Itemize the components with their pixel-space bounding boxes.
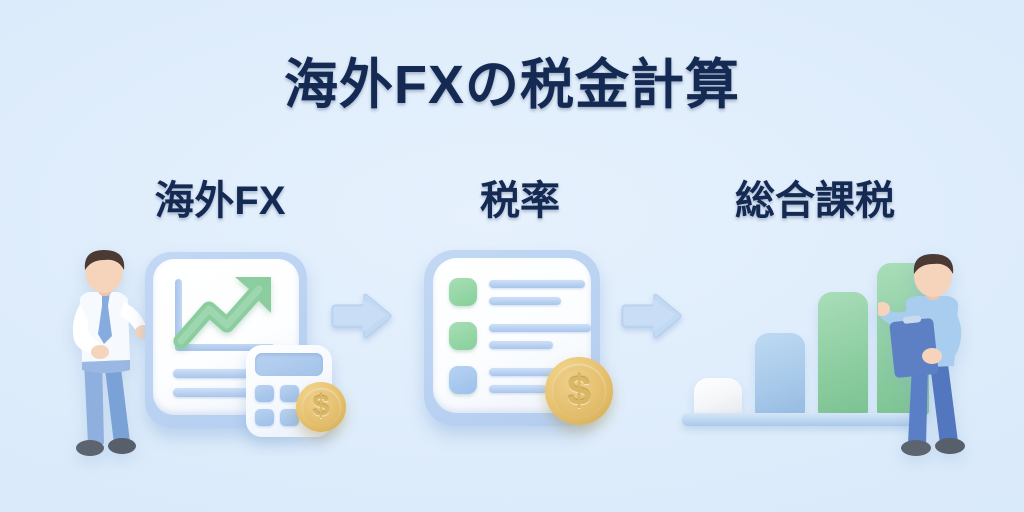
checklist-row [449,320,591,358]
bar-chart-base [682,413,914,426]
checklist-checkbox [449,366,477,394]
dollar-coin-icon: $ [545,357,613,425]
checklist-row [449,276,585,314]
checklist-checkbox [449,278,477,306]
dollar-symbol: $ [567,367,591,414]
chart-x-axis [175,344,275,351]
bar-chart-bar [694,378,742,415]
bar-chart-bar [818,292,868,415]
checklist-line [489,368,577,376]
card-text-line [173,388,255,397]
dollar-coin-icon: $ [296,382,346,432]
calculator-key [280,385,299,402]
step-label-tax-rate: 税率 [480,179,560,223]
arrow-right-icon [621,293,682,339]
bar-chart-bar [755,333,805,415]
step-label-fx: 海外FX [154,179,286,223]
checklist-row [449,364,579,402]
card-text-line [173,369,277,378]
growth-chart-card-face [153,259,299,415]
calculator-key [255,409,274,426]
calculator-screen [255,353,323,376]
checklist-line [489,297,561,305]
calculator-key [280,409,299,426]
checklist-line [489,385,547,393]
arrow-right-icon [331,293,392,339]
step-label-aggregate-tax: 総合課税 [735,179,895,223]
upward-trend-arrow-icon [173,277,271,349]
businessman-pointing-figure [72,250,150,456]
checklist-line [489,341,553,349]
growth-chart-card [145,252,307,428]
page-title: 海外FXの税金計算 [283,55,740,115]
chart-y-axis [175,279,182,351]
calculator-key [255,385,274,402]
checklist-line [489,280,585,288]
dollar-symbol: $ [312,390,330,423]
analyst-with-clipboard-figure [878,254,965,456]
checklist-checkbox [449,322,477,350]
checklist-line [489,324,591,332]
